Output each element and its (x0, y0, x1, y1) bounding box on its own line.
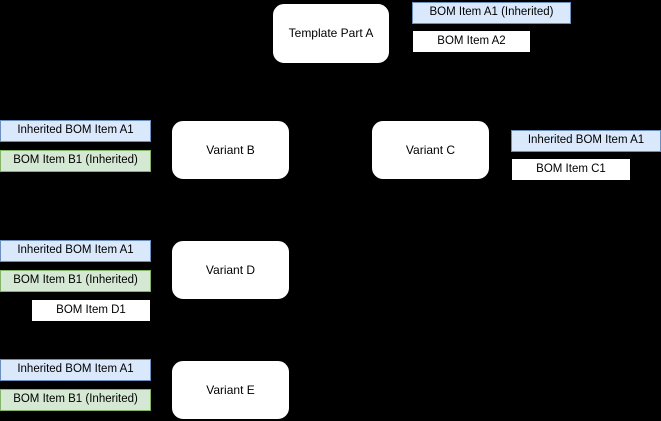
variant-b-inherited-bom-item-a1-chip[interactable]: Inherited BOM Item A1 (0, 120, 151, 142)
node-variant-b-label: Variant B (206, 142, 255, 157)
variant-d-bom-item-d1-chip[interactable]: BOM Item D1 (32, 300, 150, 321)
variant-b-bom-item-b1-inherited-label: BOM Item B1 (Inherited) (13, 154, 138, 167)
variant-c-bom-item-c1-label: BOM Item C1 (536, 162, 606, 175)
variant-d-inherited-bom-item-a1-label: Inherited BOM Item A1 (17, 244, 134, 257)
node-variant-b[interactable]: Variant B (171, 120, 290, 180)
variant-d-bom-item-b1-inherited-chip[interactable]: BOM Item B1 (Inherited) (0, 270, 151, 292)
variant-e-inherited-bom-item-a1-chip[interactable]: Inherited BOM Item A1 (0, 359, 151, 381)
variant-e-bom-item-b1-inherited-label: BOM Item B1 (Inherited) (13, 393, 138, 406)
node-variant-e-label: Variant E (206, 382, 255, 397)
node-template-part-a[interactable]: Template Part A (272, 3, 390, 64)
variant-b-inherited-bom-item-a1-label: Inherited BOM Item A1 (17, 124, 134, 137)
node-variant-c[interactable]: Variant C (371, 120, 490, 180)
variant-d-inherited-bom-item-a1-chip[interactable]: Inherited BOM Item A1 (0, 240, 151, 262)
bom-item-a1-inherited-chip[interactable]: BOM Item A1 (Inherited) (412, 2, 571, 24)
variant-c-bom-item-c1-chip[interactable]: BOM Item C1 (512, 159, 630, 180)
node-variant-e[interactable]: Variant E (171, 360, 290, 420)
bom-item-a2-label: BOM Item A2 (437, 34, 506, 47)
node-template-part-a-label: Template Part A (288, 26, 374, 41)
variant-c-inherited-bom-item-a1-chip[interactable]: Inherited BOM Item A1 (511, 130, 661, 152)
variant-d-bom-item-d1-label: BOM Item D1 (56, 303, 126, 316)
bom-item-a1-inherited-label: BOM Item A1 (Inherited) (429, 6, 554, 19)
node-variant-d[interactable]: Variant D (171, 240, 290, 300)
variant-d-bom-item-b1-inherited-label: BOM Item B1 (Inherited) (13, 274, 138, 287)
node-variant-d-label: Variant D (205, 262, 256, 277)
variant-c-inherited-bom-item-a1-label: Inherited BOM Item A1 (527, 134, 645, 147)
node-variant-c-label: Variant C (405, 142, 456, 157)
variant-e-inherited-bom-item-a1-label: Inherited BOM Item A1 (17, 363, 134, 376)
variant-b-bom-item-b1-inherited-chip[interactable]: BOM Item B1 (Inherited) (0, 150, 151, 172)
variant-e-bom-item-b1-inherited-chip[interactable]: BOM Item B1 (Inherited) (0, 389, 151, 411)
bom-item-a2-chip[interactable]: BOM Item A2 (413, 31, 530, 52)
